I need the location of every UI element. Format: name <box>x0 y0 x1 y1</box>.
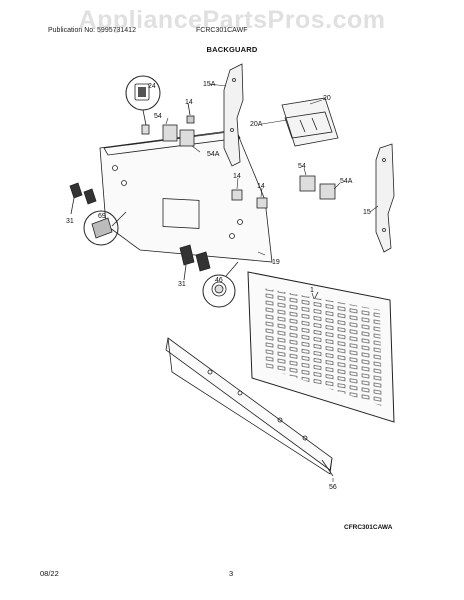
label-14-upper: 14 <box>185 99 193 106</box>
knobs-bottom[interactable] <box>179 244 211 281</box>
label-20: 20 <box>323 95 331 102</box>
page-number: 3 <box>229 569 234 578</box>
label-31-left: 31 <box>66 218 74 225</box>
electronic-clock-board[interactable] <box>281 97 339 147</box>
label-1: 1 <box>310 287 314 294</box>
label-69: 69 <box>98 213 106 220</box>
publication-number: Publication No: 5995731412 <box>48 27 136 34</box>
footer-date: 08/22 <box>40 569 59 578</box>
label-54-right: 54 <box>298 163 306 170</box>
label-54a-upper: 54A <box>207 151 220 158</box>
label-31-bottom: 31 <box>178 281 186 288</box>
leader-lines <box>165 83 379 482</box>
knobs-left[interactable] <box>69 182 97 215</box>
label-56: 56 <box>329 484 337 491</box>
label-24: 24 <box>148 83 156 90</box>
side-bracket-left[interactable] <box>223 63 244 167</box>
diagram-code: CFRC301CAWA <box>344 524 393 531</box>
page-header: Publication No: 5995731412 FCRC301CAWF B… <box>0 27 464 54</box>
label-46: 46 <box>215 277 223 284</box>
indicator-light-detail[interactable] <box>202 261 239 308</box>
model-number: FCRC301CAWF <box>196 27 248 34</box>
rear-panel[interactable] <box>247 271 395 423</box>
knob-detail[interactable] <box>83 210 127 246</box>
infinite-switch-upper[interactable] <box>162 102 195 147</box>
label-19: 19 <box>272 259 280 266</box>
section-title: BACKGUARD <box>206 45 258 54</box>
switch-middle[interactable] <box>231 189 268 209</box>
lower-trim-panel[interactable] <box>165 337 334 477</box>
part-labels: 24 14 15A 20 20A 54 54A 14 14 54 54A 31 … <box>66 81 371 491</box>
label-14-middle: 14 <box>233 173 241 180</box>
infinite-switch-right[interactable] <box>299 175 336 200</box>
side-bracket-right[interactable] <box>375 143 395 253</box>
label-15: 15 <box>363 209 371 216</box>
label-14-right: 14 <box>257 183 265 190</box>
label-15a: 15A <box>203 81 216 88</box>
label-54a-right: 54A <box>340 178 353 185</box>
label-54-upper: 54 <box>154 113 162 120</box>
control-panel[interactable] <box>99 129 273 263</box>
rocker-switch-detail[interactable] <box>125 75 161 135</box>
label-20a: 20A <box>250 121 263 128</box>
